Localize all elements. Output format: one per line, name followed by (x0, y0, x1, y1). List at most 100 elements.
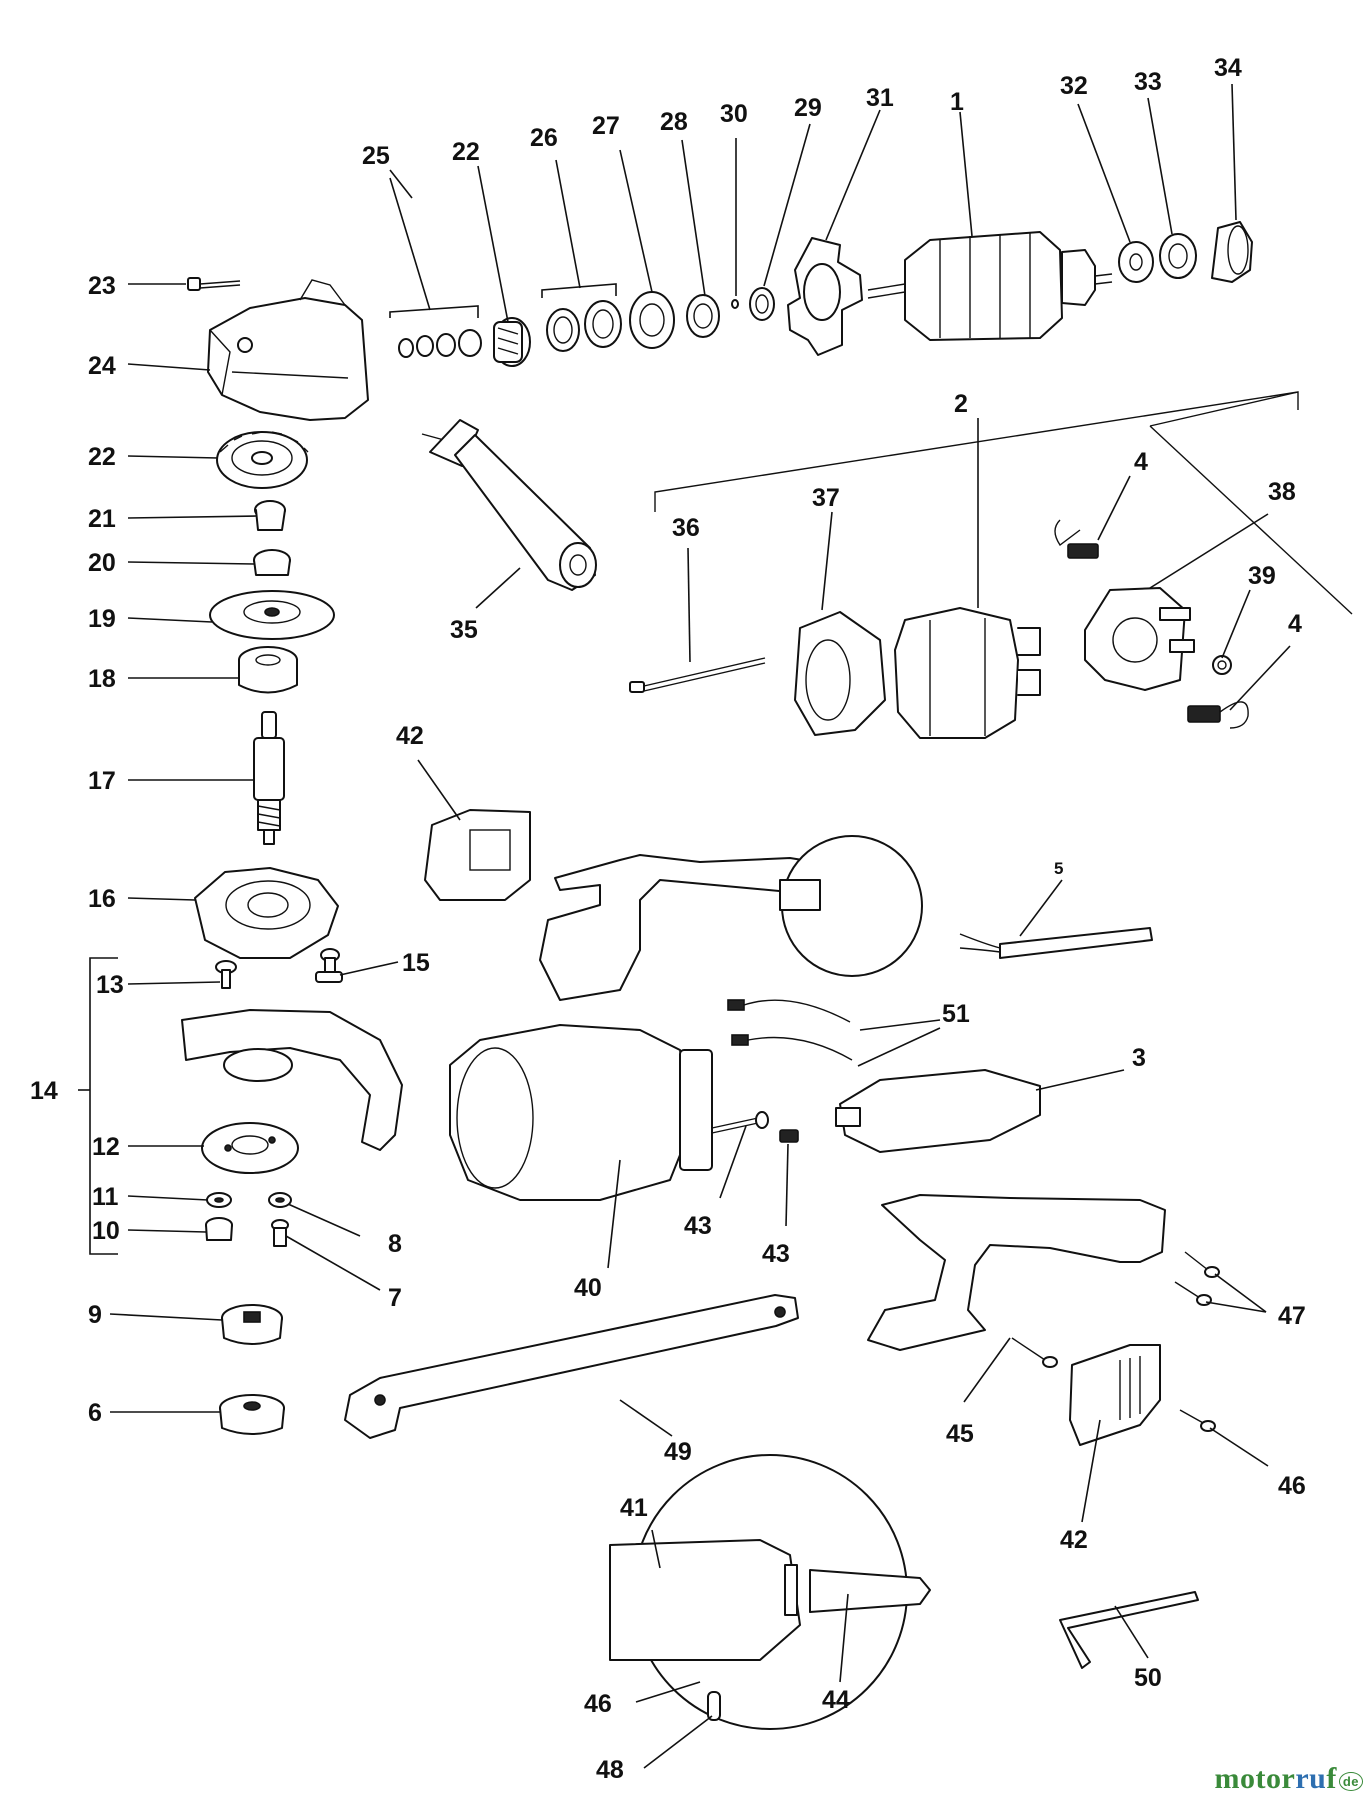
part-label: 45 (946, 1420, 974, 1448)
spindle-17-drawing (253, 711, 285, 845)
part-drawings (181, 221, 1353, 1730)
part-label: 1 (950, 88, 964, 116)
screw-36-drawing (629, 657, 766, 693)
detail-circle-drawing (609, 1454, 931, 1730)
part-label: 25 (362, 142, 390, 170)
brush-holder-38-drawing (1084, 587, 1195, 691)
nut-10-drawing (205, 1217, 233, 1241)
part-label: 43 (684, 1212, 712, 1240)
rings-25-drawing (398, 329, 482, 358)
part-label: 29 (794, 94, 822, 122)
crown-gear-22-drawing (216, 431, 309, 489)
part-label: 5 (1054, 859, 1063, 878)
part-label: 24 (88, 352, 116, 380)
part-label: 22 (88, 443, 116, 471)
baffle-31-drawing (787, 237, 863, 356)
part-label: 10 (92, 1217, 120, 1245)
part-label: 21 (88, 505, 116, 533)
watermark-badge: de (1338, 1771, 1363, 1791)
bearing-18-drawing (238, 646, 298, 694)
screw-13-drawing (215, 960, 237, 989)
side-handle-35-drawing (421, 419, 597, 591)
screw-46a-drawing (1179, 1409, 1216, 1432)
part-label: 36 (672, 514, 700, 542)
bearing-27-drawing (629, 291, 675, 349)
motor-housing-40-drawing (449, 1024, 713, 1201)
part-label: 19 (88, 605, 116, 633)
part-label: 47 (1278, 1302, 1306, 1330)
spacer-21-drawing (254, 500, 286, 531)
part-label: 38 (1268, 478, 1296, 506)
ball-30-drawing (731, 299, 739, 309)
seal-29-drawing (749, 287, 775, 321)
part-label: 16 (88, 885, 116, 913)
part-label: 8 (388, 1230, 402, 1258)
part-label: 42 (396, 722, 424, 750)
field-2-drawing (894, 607, 1041, 739)
flange-nut-9-drawing (221, 1304, 283, 1345)
part-label: 22 (452, 138, 480, 166)
screw-45-drawing (1011, 1337, 1058, 1368)
part-label: 34 (1214, 54, 1242, 82)
cap-34-drawing (1211, 221, 1253, 283)
part-label: 35 (450, 616, 478, 644)
armature-1-drawing (867, 231, 1113, 341)
leader-lines (78, 83, 1291, 1769)
gear-housing-24-drawing (207, 279, 369, 421)
part-label: 11 (92, 1183, 119, 1211)
watermark-tail: f (1326, 1762, 1337, 1795)
hex-key-50-drawing (1059, 1591, 1199, 1669)
part-label: 7 (388, 1284, 402, 1312)
baffle-37-drawing (794, 611, 886, 736)
part-label: 50 (1134, 1664, 1162, 1692)
block-43b-drawing (779, 1129, 799, 1143)
watermark-suffix: ru (1295, 1762, 1327, 1795)
part-label: 3 (1132, 1044, 1146, 1072)
spring-39-drawing (1212, 655, 1232, 675)
part-labels: 23 24 22 21 20 19 18 17 16 13 15 14 12 1… (30, 54, 1306, 1784)
wires-51-drawing (727, 999, 853, 1061)
part-label: 46 (1278, 1472, 1306, 1500)
part-label: 15 (402, 949, 430, 977)
ring-28-drawing (686, 294, 720, 338)
screw-7-drawing (271, 1219, 289, 1247)
part-label: 4 (1288, 610, 1302, 638)
pinion-22-drawing (493, 317, 531, 367)
part-label: 23 (88, 272, 116, 300)
washer-11-drawing (206, 1192, 232, 1208)
screw-23-drawing (187, 277, 241, 291)
part-label: 43 (762, 1240, 790, 1268)
screw-43a-drawing (711, 1111, 769, 1134)
part-label: 37 (812, 484, 840, 512)
bearings-26-drawing (546, 300, 622, 352)
part-label: 9 (88, 1301, 102, 1329)
flange-6-drawing (219, 1394, 285, 1435)
nut-20-drawing (253, 549, 291, 576)
part-label: 14 (30, 1077, 58, 1105)
lock-washer-8-drawing (268, 1192, 292, 1208)
part-label: 17 (88, 767, 116, 795)
part-label: 44 (822, 1686, 850, 1714)
flange-12-drawing (201, 1122, 299, 1174)
part-label: 6 (88, 1399, 102, 1427)
part-label: 18 (88, 665, 116, 693)
part-label: 4 (1134, 448, 1148, 476)
wheel-guard-drawing (181, 1009, 403, 1151)
part-label: 39 (1248, 562, 1276, 590)
part-label: 41 (620, 1494, 648, 1522)
part-label: 48 (596, 1756, 624, 1784)
part-label: 32 (1060, 72, 1088, 100)
part-label: 27 (592, 112, 620, 140)
cable-5-drawing (959, 927, 1153, 959)
part-label: 46 (584, 1690, 612, 1718)
flange-19-drawing (209, 590, 335, 640)
part-label: 30 (720, 100, 748, 128)
cover-42b-drawing (1069, 1344, 1161, 1446)
switch-3-drawing (835, 1069, 1041, 1153)
assembly-bracket-2 (654, 391, 1353, 615)
screw-15-drawing (315, 948, 343, 983)
brush-4a-drawing (1054, 519, 1099, 559)
part-label: 31 (866, 84, 894, 112)
